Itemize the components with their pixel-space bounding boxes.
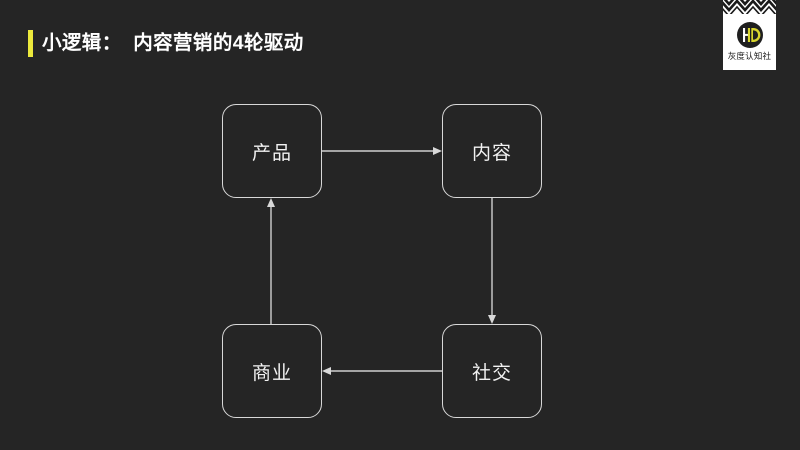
page-title: 小逻辑： 内容营销的4轮驱动 [42, 32, 304, 54]
diagram-node-social[interactable]: 社交 [442, 324, 542, 418]
edge-product-to-content [322, 147, 442, 155]
edge-business-to-product [267, 198, 275, 324]
diagram-node-business[interactable]: 商业 [222, 324, 322, 418]
edge-social-to-business [322, 367, 442, 375]
diagram-node-label: 商业 [251, 361, 292, 384]
diagram-node-label: 内容 [471, 141, 512, 164]
page-title-block: 小逻辑： 内容营销的4轮驱动 [28, 30, 304, 57]
edge-content-to-social [488, 198, 496, 324]
title-accent-bar [28, 30, 33, 57]
diagram-node-label: 产品 [251, 141, 292, 164]
brand-logo-card: 灰度认知社 [723, 0, 776, 70]
zigzag-pattern-icon [723, 0, 776, 14]
brand-name: 灰度认知社 [727, 52, 772, 62]
hd-monogram-icon [736, 22, 763, 48]
diagram-node-label: 社交 [471, 361, 512, 384]
diagram-node-content[interactable]: 内容 [442, 104, 542, 198]
diagram-node-product[interactable]: 产品 [222, 104, 322, 198]
